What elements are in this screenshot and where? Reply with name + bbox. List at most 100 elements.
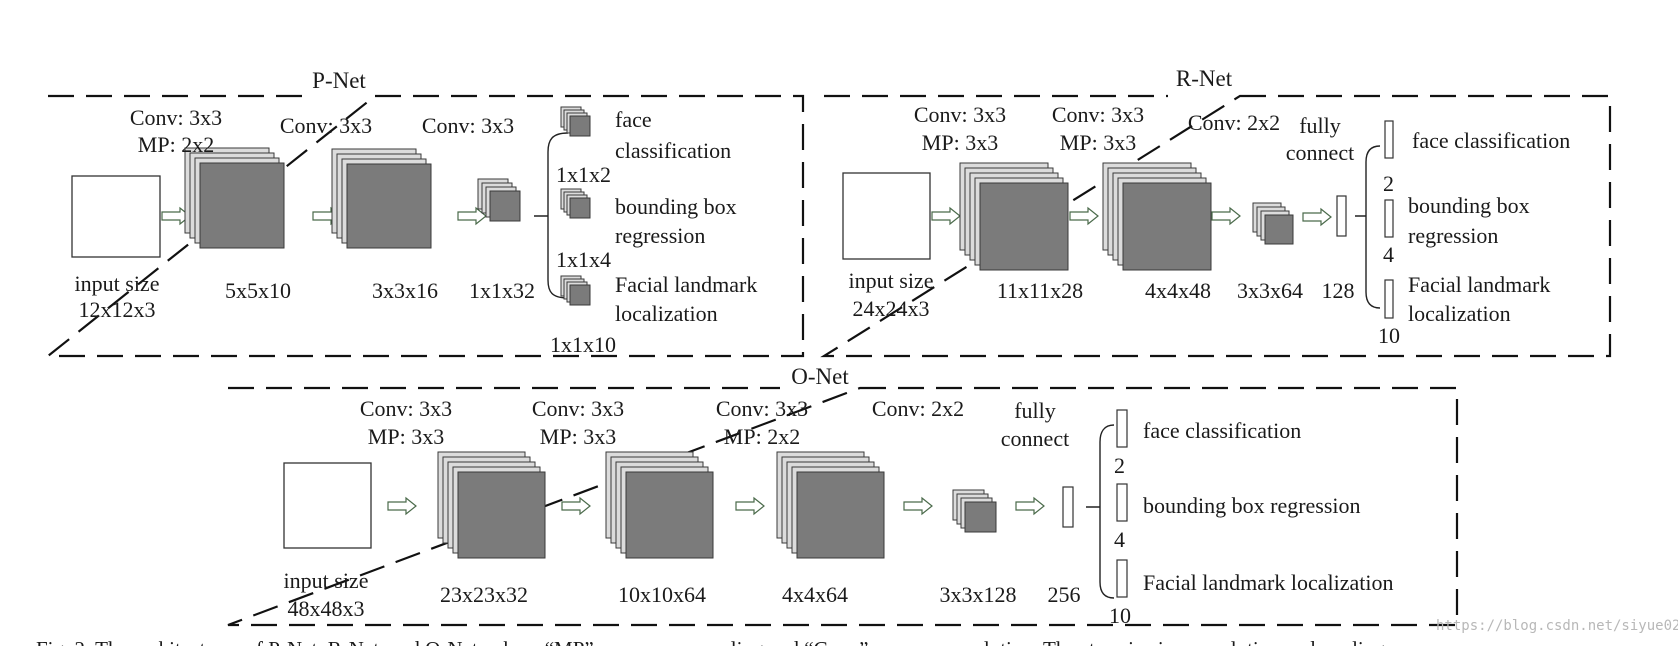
onet-stage3-op2: MP: 2x2 <box>724 424 800 449</box>
rnet-arrow-2 <box>1069 207 1099 225</box>
onet-stage2-op2: MP: 3x3 <box>540 424 616 449</box>
pnet-out2-block <box>560 188 591 219</box>
onet-stage1-block <box>437 451 546 559</box>
rnet-stage1-op2: MP: 3x3 <box>922 130 998 155</box>
pnet-stage1-dim: 5x5x10 <box>225 278 291 303</box>
onet-stage1-dim: 23x23x32 <box>440 582 528 607</box>
rnet-stage3-block <box>1252 202 1294 245</box>
onet-stage4-dim: 3x3x128 <box>940 582 1017 607</box>
onet-stage3-block <box>776 451 885 559</box>
onet-stage3-op1: Conv: 3x3 <box>716 396 808 421</box>
onet-out3-label: Facial landmark localization <box>1143 570 1393 595</box>
pnet-stage2-op: Conv: 3x3 <box>280 113 372 138</box>
rnet-out3-label1: Facial landmark <box>1408 272 1550 297</box>
pnet-out1-label2: classification <box>615 138 731 163</box>
onet-stage4-block <box>952 489 997 533</box>
rnet-arrow-4 <box>1302 208 1332 226</box>
rnet-stage2-op1: Conv: 3x3 <box>1052 102 1144 127</box>
rnet-fc-dim: 128 <box>1322 278 1355 303</box>
onet-arrow-2 <box>561 497 591 515</box>
rnet-input-label: input size <box>849 268 934 293</box>
rnet-fc-op2: connect <box>1286 140 1354 165</box>
onet-title: O-Net <box>791 364 849 389</box>
onet-input-square <box>283 462 372 549</box>
onet-out3-bar <box>1116 559 1128 598</box>
rnet-title: R-Net <box>1176 66 1233 91</box>
rnet-stage3-op: Conv: 2x2 <box>1188 110 1280 135</box>
pnet-out2-label2: regression <box>615 223 705 248</box>
pnet-title: P-Net <box>312 68 366 93</box>
onet-arrow-3 <box>735 497 765 515</box>
onet-out2-label: bounding box regression <box>1143 493 1361 518</box>
pnet-out1-block <box>560 106 591 137</box>
pnet-panel: P-Net input size 12x12x3 Conv: 3x3 MP: 2… <box>44 68 805 358</box>
rnet-out1-dim: 2 <box>1383 171 1394 196</box>
pnet-out3-block <box>560 275 591 306</box>
rnet-panel: R-Net input size 24x24x3 Conv: 3x3 MP: 3… <box>820 66 1612 358</box>
onet-fc-dim: 256 <box>1048 582 1081 607</box>
onet-stage2-op1: Conv: 3x3 <box>532 396 624 421</box>
rnet-stage2-block <box>1102 162 1212 271</box>
rnet-frame <box>820 94 1612 358</box>
onet-stage1-op1: Conv: 3x3 <box>360 396 452 421</box>
onet-out2-dim: 4 <box>1114 527 1125 552</box>
rnet-fc-op1: fully <box>1299 113 1341 138</box>
onet-stage4-op: Conv: 2x2 <box>872 396 964 421</box>
rnet-out3-dim: 10 <box>1378 323 1400 348</box>
watermark: https://blog.csdn.net/siyue0211 <box>1436 618 1678 634</box>
rnet-out2-bar <box>1384 199 1394 238</box>
rnet-out2-dim: 4 <box>1383 242 1394 267</box>
rnet-stage2-op2: MP: 3x3 <box>1060 130 1136 155</box>
pnet-frame <box>44 94 805 358</box>
rnet-stage1-op1: Conv: 3x3 <box>914 102 1006 127</box>
rnet-stage1-block-layer-5 <box>979 182 1069 271</box>
onet-out1-label: face classification <box>1143 418 1301 443</box>
pnet-stage1-op2: MP: 2x2 <box>138 132 214 157</box>
pnet-stage2-dim: 3x3x16 <box>372 278 438 303</box>
rnet-fc-bar <box>1336 195 1347 237</box>
onet-input-label: input size <box>284 568 369 593</box>
onet-stage1-block-layer-5 <box>457 471 546 559</box>
rnet-stage2-block-layer-5 <box>1122 182 1212 271</box>
onet-stage4-block-layer-4 <box>964 501 997 533</box>
pnet-stage1-block-layer-4 <box>199 162 285 249</box>
rnet-out2-label2: regression <box>1408 223 1498 248</box>
pnet-out2-label1: bounding box <box>615 194 737 219</box>
onet-branch-line <box>1086 424 1115 599</box>
pnet-input-size: 12x12x3 <box>79 297 156 322</box>
onet-out3-dim: 10 <box>1109 603 1131 628</box>
rnet-stage3-block-layer-4 <box>1264 214 1294 245</box>
onet-stage1-op2: MP: 3x3 <box>368 424 444 449</box>
pnet-input-label: input size <box>75 271 160 296</box>
onet-stage3-dim: 4x4x64 <box>782 582 848 607</box>
rnet-input-size: 24x24x3 <box>853 296 930 321</box>
onet-stage2-dim: 10x10x64 <box>618 582 706 607</box>
pnet-out1-label1: face <box>615 107 652 132</box>
rnet-branch-line <box>1355 145 1381 309</box>
pnet-stage1-op1: Conv: 3x3 <box>130 105 222 130</box>
onet-fc-bar <box>1062 486 1074 528</box>
pnet-stage3-dim: 1x1x32 <box>469 278 535 303</box>
figure-caption: Fig. 2. The architectures of P-Net, R-Ne… <box>36 637 1385 646</box>
onet-frame <box>227 386 1459 627</box>
pnet-input-square <box>71 175 161 258</box>
pnet-out1-dim: 1x1x2 <box>556 162 611 187</box>
rnet-stage1-block <box>959 162 1069 271</box>
pnet-out2-dim: 1x1x4 <box>556 247 611 272</box>
pnet-stage2-block-layer-4 <box>346 163 432 249</box>
pnet-out3-label2: localization <box>615 301 718 326</box>
onet-panel: O-Net input size 48x48x3 Conv: 3x3 MP: 3… <box>227 364 1459 628</box>
onet-stage2-block-layer-5 <box>625 471 714 559</box>
pnet-branch-line <box>534 132 569 299</box>
rnet-stage2-dim: 4x4x48 <box>1145 278 1211 303</box>
pnet-stage1-block <box>184 147 285 249</box>
rnet-out3-bar <box>1384 279 1394 319</box>
rnet-arrow-3 <box>1211 207 1241 225</box>
pnet-stage3-block <box>477 178 521 222</box>
pnet-out2-block-layer-4 <box>569 197 591 219</box>
onet-arrow-1 <box>387 497 417 515</box>
rnet-out1-bar <box>1384 120 1394 159</box>
onet-stage2-block <box>605 451 714 559</box>
onet-stage3-block-layer-5 <box>796 471 885 559</box>
